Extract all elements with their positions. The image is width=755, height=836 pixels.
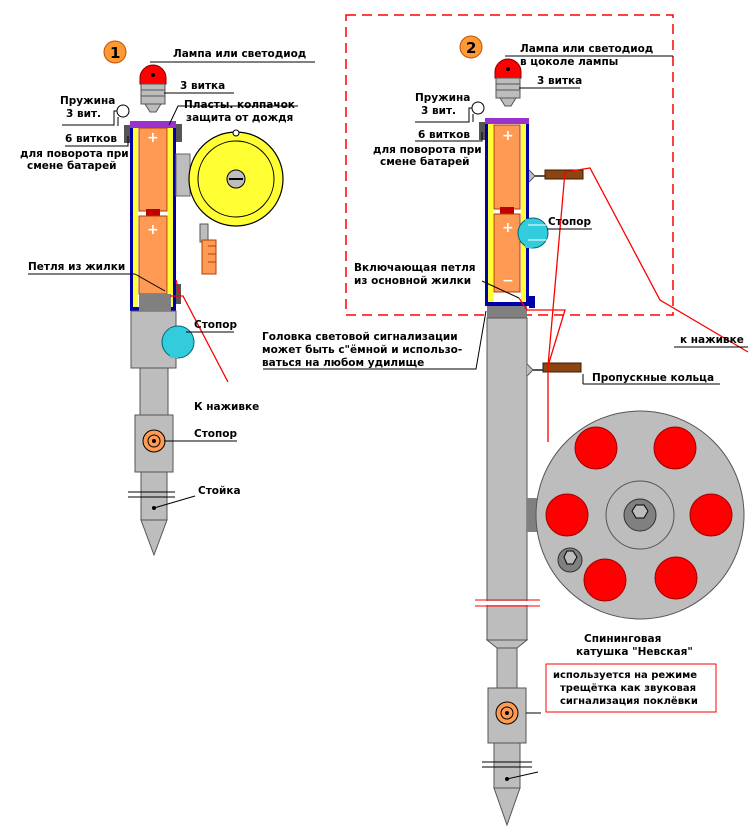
head-note-1: Головка световой сигнализации (262, 331, 458, 343)
rod-blank (486, 317, 528, 641)
device-2: 2 + + − (345, 14, 749, 827)
label-spring-turns-2: 3 вит. (421, 105, 456, 117)
label-3-turns: 3 витка (180, 80, 225, 92)
label-6-turns: 6 витков (65, 133, 117, 145)
label-stopper-r: Стопор (548, 216, 591, 228)
badge-1-number: 1 (110, 44, 120, 62)
badge-2-number: 2 (466, 39, 476, 57)
device-1: 1 + + (20, 40, 315, 557)
label-rotate-2b: смене батарей (380, 156, 470, 168)
label-cap-rain: защита от дождя (186, 112, 293, 124)
label-reel-name: катушка "Невская" (576, 646, 693, 658)
label-spring-turns: 3 вит. (66, 108, 101, 120)
label-rotate: для поворота при (20, 148, 129, 160)
plus-sign: + (147, 130, 159, 146)
label-loop: Петля из жилки (28, 261, 125, 273)
badge-2 (459, 35, 483, 59)
label-switch-loop-2: из основной жилки (354, 275, 471, 287)
label-rotate-2a: для поворота при (373, 144, 482, 156)
label-spring-2: Пружина (415, 92, 470, 104)
head-note-3: ваться на любом удилище (262, 357, 424, 369)
label-guide-rings: Пропускные кольца (592, 372, 714, 384)
label-cap: Пласты. колпачок (184, 99, 295, 111)
badge-1 (103, 40, 127, 64)
stand-spike (140, 519, 168, 557)
guide-ring-2 (542, 362, 582, 373)
lamp-base (140, 83, 166, 105)
battery-2 (138, 215, 168, 295)
battery-1 (138, 127, 168, 212)
label-lamp-socket: в цоколе лампы (520, 56, 618, 68)
label-switch-loop: Включающая петля (354, 262, 476, 274)
ratchet-note-box (545, 663, 717, 713)
label-rotate-2: смене батарей (27, 160, 117, 172)
label-to-bait-2: к наживке (680, 334, 744, 346)
label-lamp-2: Лампа или светодиод (520, 43, 653, 55)
label-spring: Пружина (60, 95, 115, 107)
spring-loop (116, 104, 130, 118)
label-to-bait: К наживке (194, 401, 259, 413)
ratchet-note-3: сигнализация поклёвки (560, 695, 698, 707)
label-reel: Спининговая (584, 633, 661, 645)
label-stand: Стойка (198, 485, 241, 497)
label-3-turns-2: 3 витка (537, 75, 582, 87)
middle-note: Головка световой сигнализации может быть… (262, 310, 487, 370)
label-stopper-1: Стопор (194, 319, 237, 331)
plus-sign: + (147, 222, 159, 238)
ratchet-note-1: используется на режиме (553, 670, 697, 681)
label-6-turns-2: 6 витков (418, 129, 470, 141)
plus-sign: + (502, 220, 514, 236)
ratchet-note-2: трещётка как звуковая (560, 682, 696, 694)
plus-sign: + (502, 128, 514, 144)
label-lamp: Лампа или светодиод (173, 48, 306, 60)
label-stopper-2: Стопор (194, 428, 237, 440)
head-note-2: может быть с"ёмной и использо- (262, 344, 462, 356)
minus-sign: − (502, 273, 514, 289)
